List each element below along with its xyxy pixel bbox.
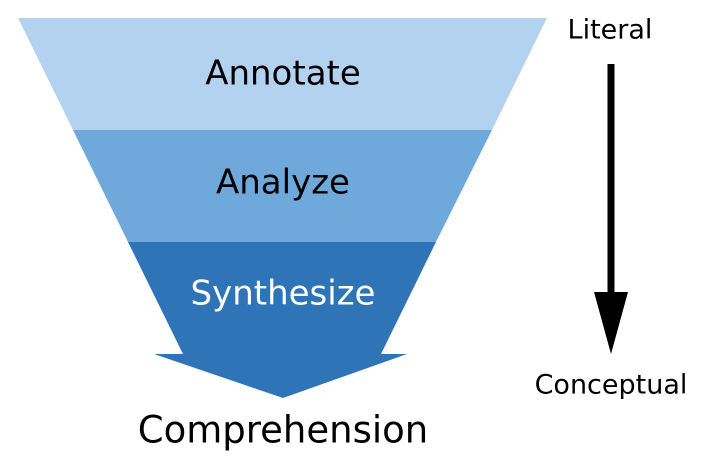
- down-arrow-icon: [594, 64, 628, 354]
- funnel-stage-synthesize: [128, 242, 436, 398]
- scale-bottom-label: Conceptual: [535, 370, 688, 401]
- funnel-stage-analyze: [73, 130, 492, 242]
- scale-top-label: Literal: [568, 15, 653, 46]
- funnel-stage-synthesize-label: Synthesize: [191, 274, 376, 314]
- funnel-stage-annotate: [18, 18, 547, 130]
- funnel-stage-analyze-label: Analyze: [216, 163, 350, 203]
- funnel-stage-annotate-label: Annotate: [205, 54, 361, 94]
- outcome-label: Comprehension: [138, 409, 428, 452]
- scale-arrow-head: [594, 292, 628, 354]
